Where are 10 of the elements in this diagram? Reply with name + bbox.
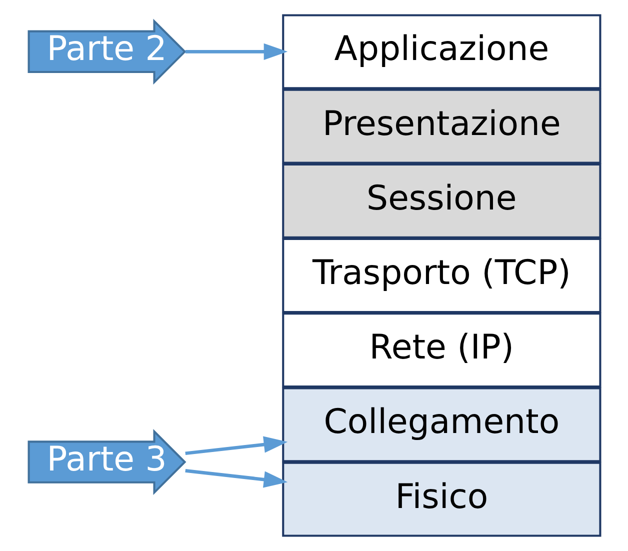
node-box: Fisico <box>282 462 601 537</box>
node-box: Sessione <box>282 163 601 238</box>
node-box: Applicazione <box>282 14 601 90</box>
arrow <box>184 468 288 488</box>
node-box: Rete (IP) <box>282 312 601 388</box>
node-box: Trasporto (TCP) <box>282 238 601 313</box>
node-box: Presentazione <box>282 88 601 164</box>
arrow <box>184 43 288 60</box>
node-box: Collegamento <box>282 387 601 462</box>
arrow <box>184 436 288 456</box>
